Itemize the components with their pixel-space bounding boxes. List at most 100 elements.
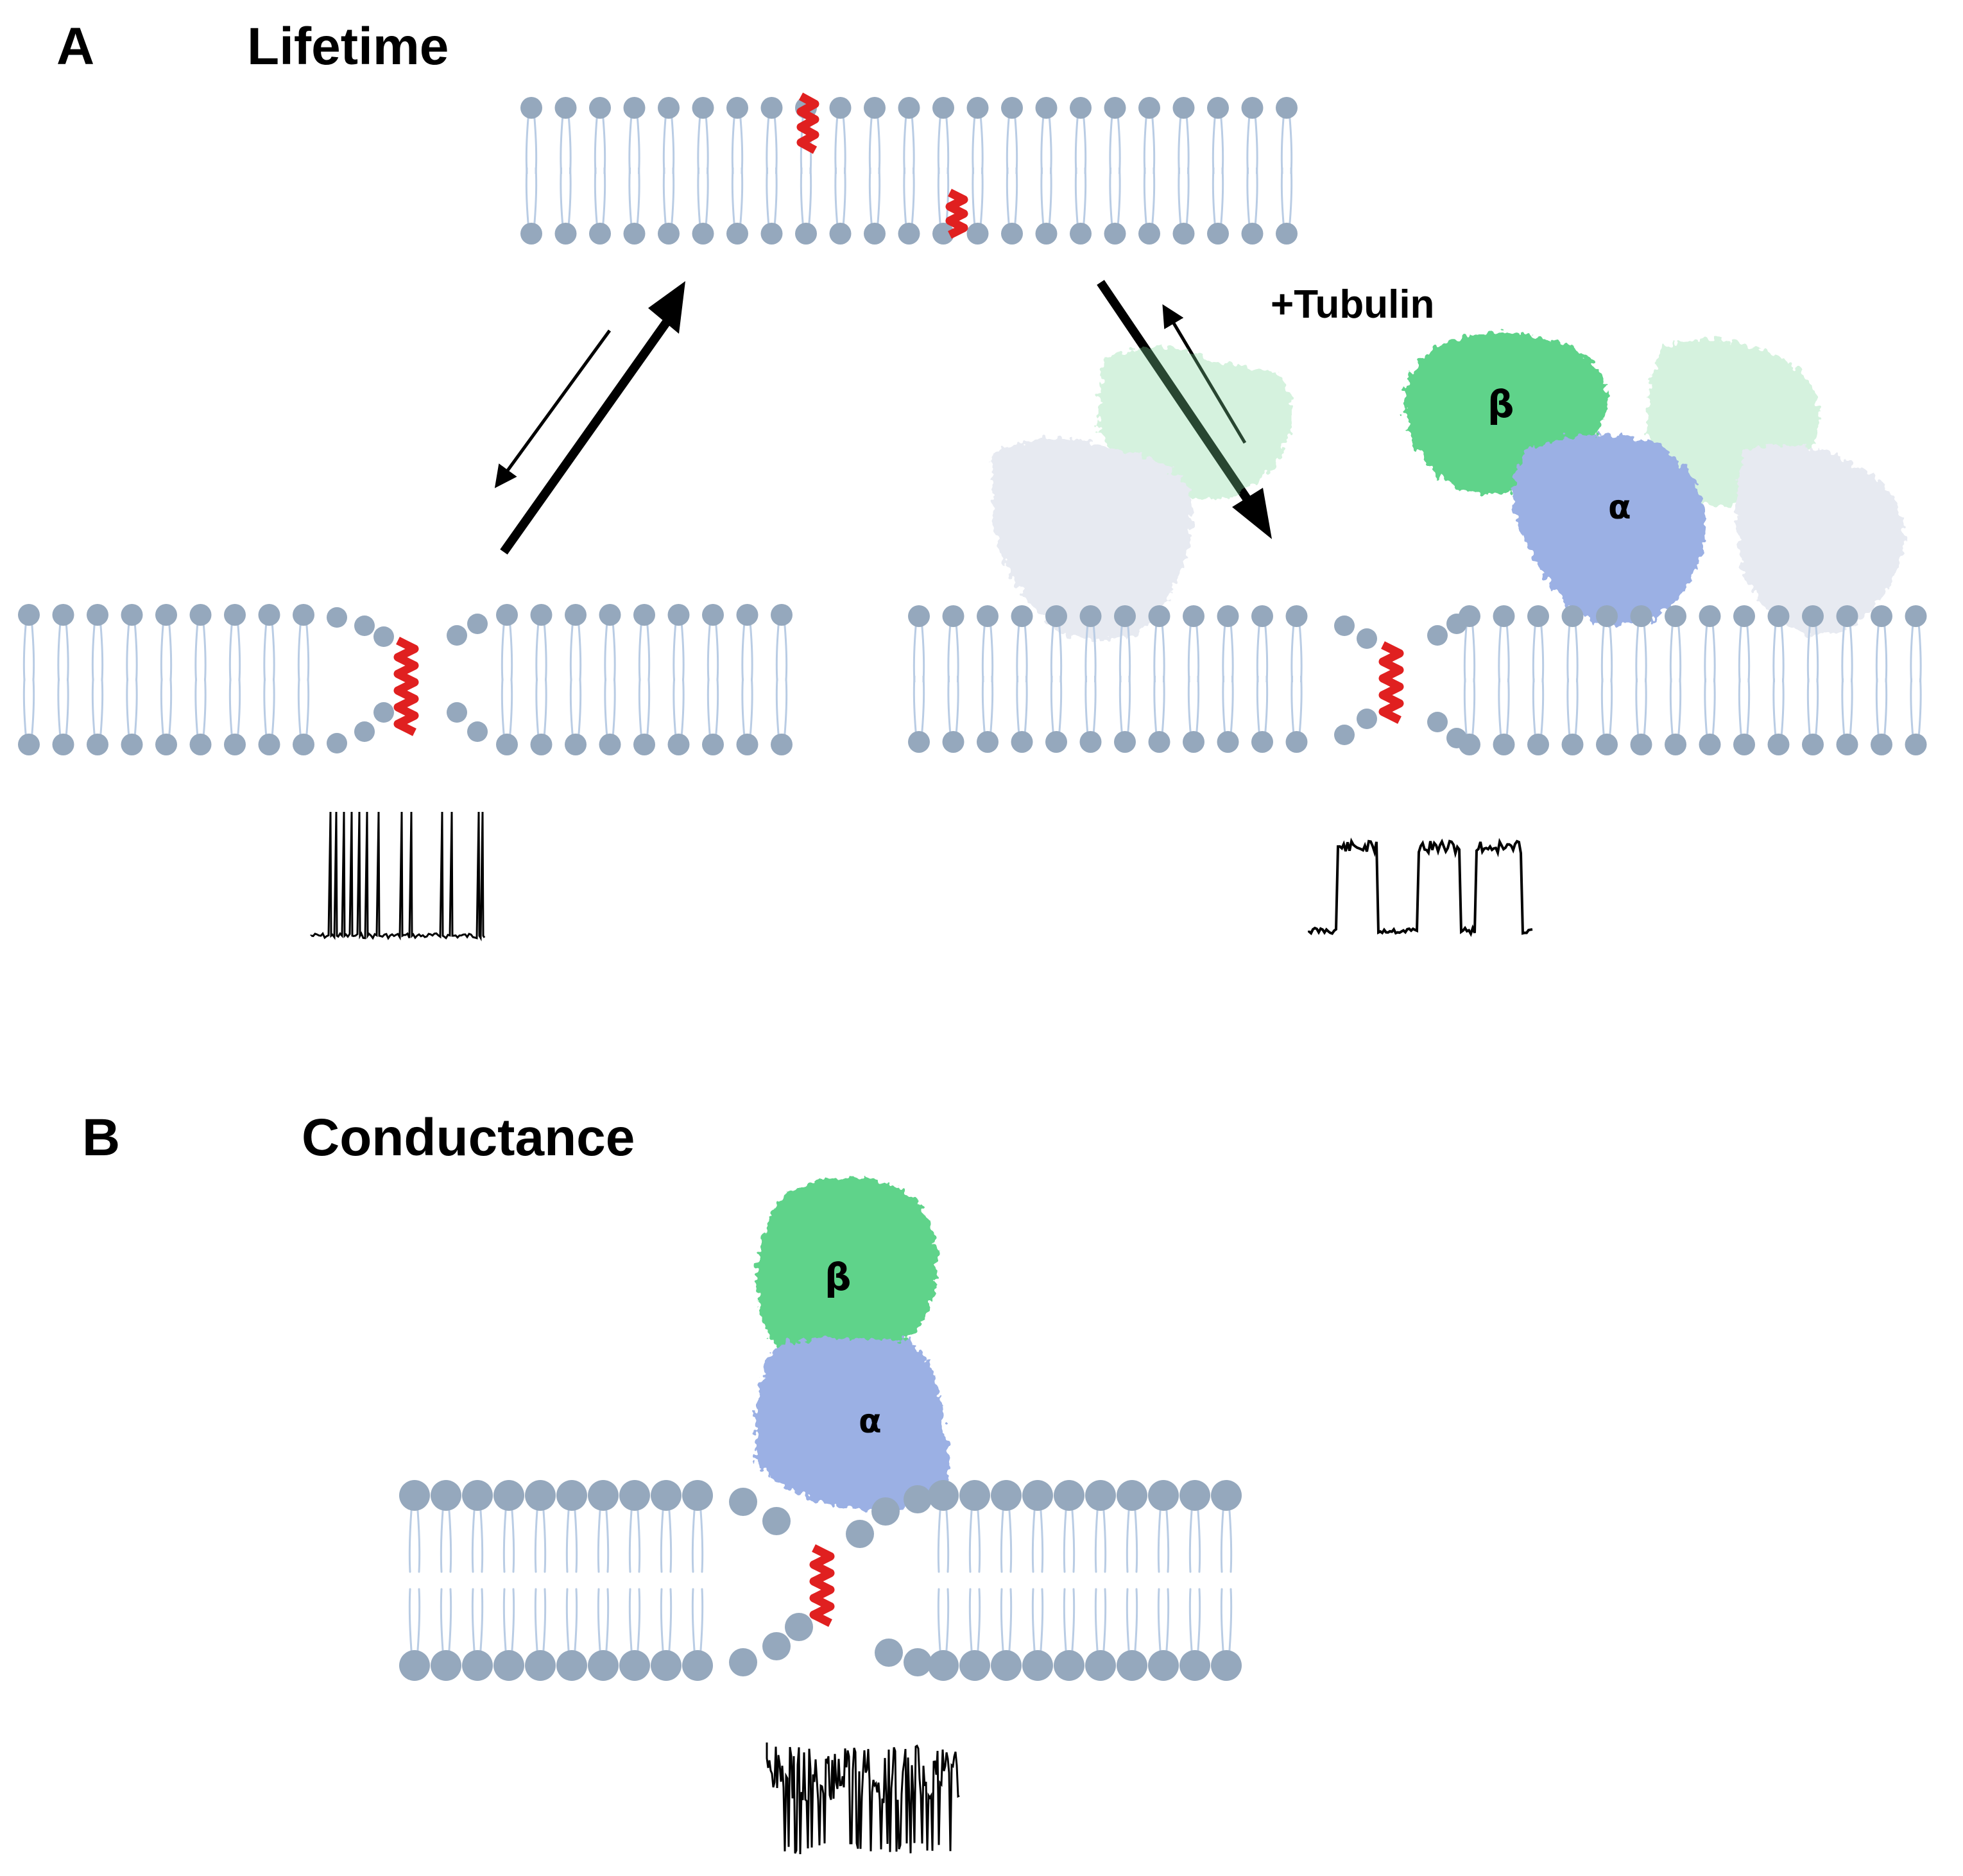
lipid-head — [1733, 734, 1755, 755]
lipid-head — [462, 1650, 493, 1681]
lipid-head — [1179, 1650, 1210, 1681]
lipid-head — [1211, 1480, 1242, 1511]
lipid-tail — [535, 624, 547, 682]
lipid-tail — [1738, 626, 1751, 683]
lipid-head — [898, 223, 920, 245]
lipid-tail — [968, 1510, 981, 1573]
panel-b-title: Conductance — [302, 1108, 635, 1167]
lipid-tail — [1463, 678, 1476, 735]
lipid-tail — [775, 678, 788, 735]
lipid-tail — [1016, 626, 1028, 683]
gramicidin-dimer-left — [393, 637, 419, 736]
lipid-head — [1148, 731, 1170, 753]
current-trace-b — [766, 1743, 960, 1854]
beta-label-b: β — [825, 1255, 852, 1299]
lipid-head — [1035, 97, 1058, 119]
lipid-head — [702, 604, 724, 626]
lipid-head — [530, 734, 553, 755]
lipid-tail — [660, 1588, 673, 1651]
lipid-head — [327, 733, 347, 753]
lipid-tail — [1050, 675, 1063, 732]
lipid-head — [875, 1639, 903, 1667]
lipid-head — [959, 1650, 990, 1681]
lipid-tail — [1031, 1588, 1044, 1651]
lipid-tail — [471, 1510, 484, 1573]
lipid-tail — [673, 624, 685, 682]
lipid-tail — [408, 1588, 421, 1651]
tubulin-dimer-b: β α — [755, 1178, 950, 1510]
lipid-head — [795, 223, 817, 245]
lipid-head — [1207, 97, 1229, 119]
lipid-tail — [408, 1510, 421, 1573]
lipid-head — [224, 604, 246, 626]
lipid-head — [1699, 605, 1721, 627]
lipid-tail — [1635, 678, 1647, 735]
lipid-head — [1104, 97, 1126, 119]
lipid-head — [293, 734, 314, 755]
lipid-tail — [1074, 117, 1087, 175]
lipid-tail — [194, 678, 207, 735]
lipid-head — [991, 1650, 1022, 1681]
lipid-head — [1871, 605, 1892, 627]
lipid-tail — [937, 1588, 950, 1651]
lipid-head — [928, 1650, 959, 1681]
lipid-head — [467, 614, 488, 634]
lipid-tail — [1256, 626, 1269, 683]
lipid-head — [1138, 223, 1160, 245]
lipid-tail — [1738, 678, 1751, 735]
lipid-head — [1285, 605, 1308, 627]
lipid-tail — [868, 117, 881, 175]
lipid-head — [762, 1507, 791, 1535]
lipid-tail — [947, 675, 959, 732]
lipid-head — [589, 97, 611, 119]
lipid-tail — [691, 1510, 704, 1573]
lipid-head — [1104, 223, 1126, 245]
lipid-tail — [594, 167, 606, 224]
lipid-head — [556, 1650, 587, 1681]
lipid-tail — [22, 678, 35, 735]
lipid-head — [1117, 1650, 1147, 1681]
lipid-tail — [1246, 117, 1258, 175]
lipid-tail — [525, 117, 538, 175]
lipid-head — [1493, 605, 1515, 627]
lipid-head — [1172, 223, 1195, 245]
lipid-tail — [1157, 1588, 1170, 1651]
lipid-head — [1334, 725, 1355, 745]
lipid-head — [966, 97, 989, 119]
panel-a-letter: A — [56, 17, 94, 76]
lipid-tail — [1220, 1588, 1233, 1651]
lipid-head — [692, 97, 714, 119]
panel-a-title: Lifetime — [247, 17, 449, 76]
lipid-tail — [947, 626, 959, 683]
lipid-tail — [228, 678, 241, 735]
lipid-tail — [57, 624, 69, 682]
lipid-tail — [1222, 626, 1234, 683]
lipid-tail — [263, 678, 275, 735]
lipid-head — [908, 605, 930, 627]
lipid-head — [904, 1485, 932, 1513]
lipid-head — [760, 97, 783, 119]
lipid-tail — [1143, 117, 1156, 175]
lipid-head — [729, 1488, 757, 1516]
lipid-tail — [471, 1588, 484, 1651]
lipid-head — [1802, 734, 1824, 755]
lipid-tail — [913, 626, 925, 683]
current-trace-right — [1308, 837, 1533, 937]
lipid-tail — [297, 624, 310, 682]
lipid-head — [991, 1480, 1022, 1511]
lipid-head — [554, 97, 577, 119]
lipid-head — [846, 1520, 874, 1548]
lipid-tail — [697, 167, 709, 224]
lipid-head — [1070, 97, 1092, 119]
lipid-tail — [903, 167, 915, 224]
lipid-head — [864, 97, 886, 119]
lipid-tail — [981, 626, 994, 683]
beta-label-a: β — [1487, 383, 1514, 426]
lipid-head — [908, 731, 930, 753]
lipid-tail — [937, 1510, 950, 1573]
lipid-tail — [968, 1588, 981, 1651]
lipid-tail — [1772, 678, 1785, 735]
lipid-tail — [22, 624, 35, 682]
